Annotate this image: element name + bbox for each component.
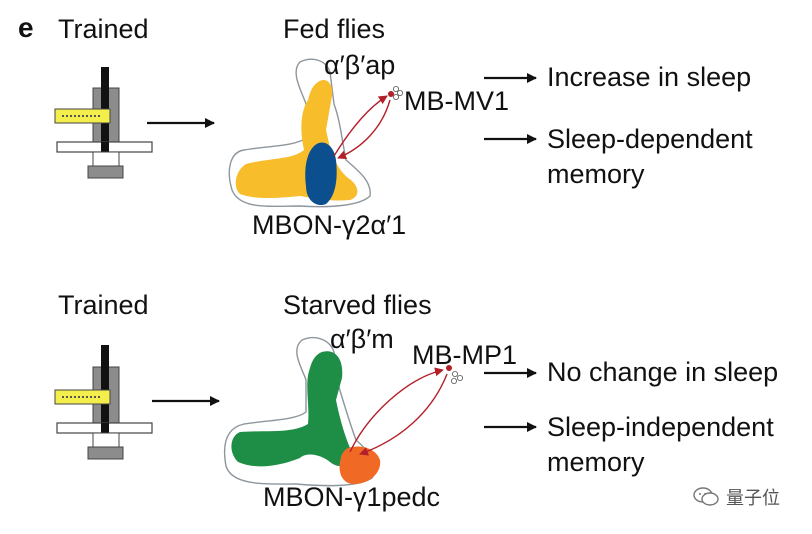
- neuron-cluster-icon: [388, 86, 403, 101]
- neuron-cluster-icon: [446, 365, 463, 384]
- outcome-sleep-label: No change in sleep: [547, 357, 779, 387]
- lobe-label: α′β′m: [330, 324, 394, 354]
- arrow-mbon-to-mbmv1: [333, 95, 388, 157]
- arrow-mbon-to-mbmp1: [349, 367, 444, 453]
- training-apparatus-icon: [54, 345, 153, 460]
- watermark: 量子位: [692, 484, 780, 510]
- neuron-label: MB-MP1: [412, 340, 518, 370]
- condition-label: Fed flies: [283, 14, 386, 44]
- panel-label: e: [18, 12, 34, 43]
- trained-label: Trained: [58, 14, 149, 44]
- mushroom-body-starved: [223, 336, 381, 487]
- outcome-sleep-label: Increase in sleep: [547, 62, 752, 92]
- lobe-label: α′β′ap: [324, 50, 396, 80]
- trained-label: Trained: [58, 290, 149, 320]
- outcome-memory-label: Sleep-dependent: [547, 124, 753, 154]
- condition-label: Starved flies: [283, 290, 432, 320]
- outcome-memory-label-line2: memory: [547, 159, 645, 189]
- neuron-label: MB-MV1: [404, 86, 510, 116]
- watermark-text: 量子位: [726, 488, 780, 508]
- arrow-mbmv1-to-mbon: [337, 99, 391, 160]
- mbon-label: MBON-γ2α′1: [252, 210, 407, 240]
- arrow-mbmp1-to-mbon: [359, 373, 448, 456]
- outcome-memory-label: Sleep-independent: [547, 412, 774, 442]
- outcome-memory-label-line2: memory: [547, 447, 645, 477]
- mbon-label: MBON-γ1pedc: [263, 482, 441, 512]
- mushroom-body-fed: [228, 58, 371, 208]
- wechat-icon: [693, 487, 719, 506]
- training-apparatus-icon: [54, 67, 153, 179]
